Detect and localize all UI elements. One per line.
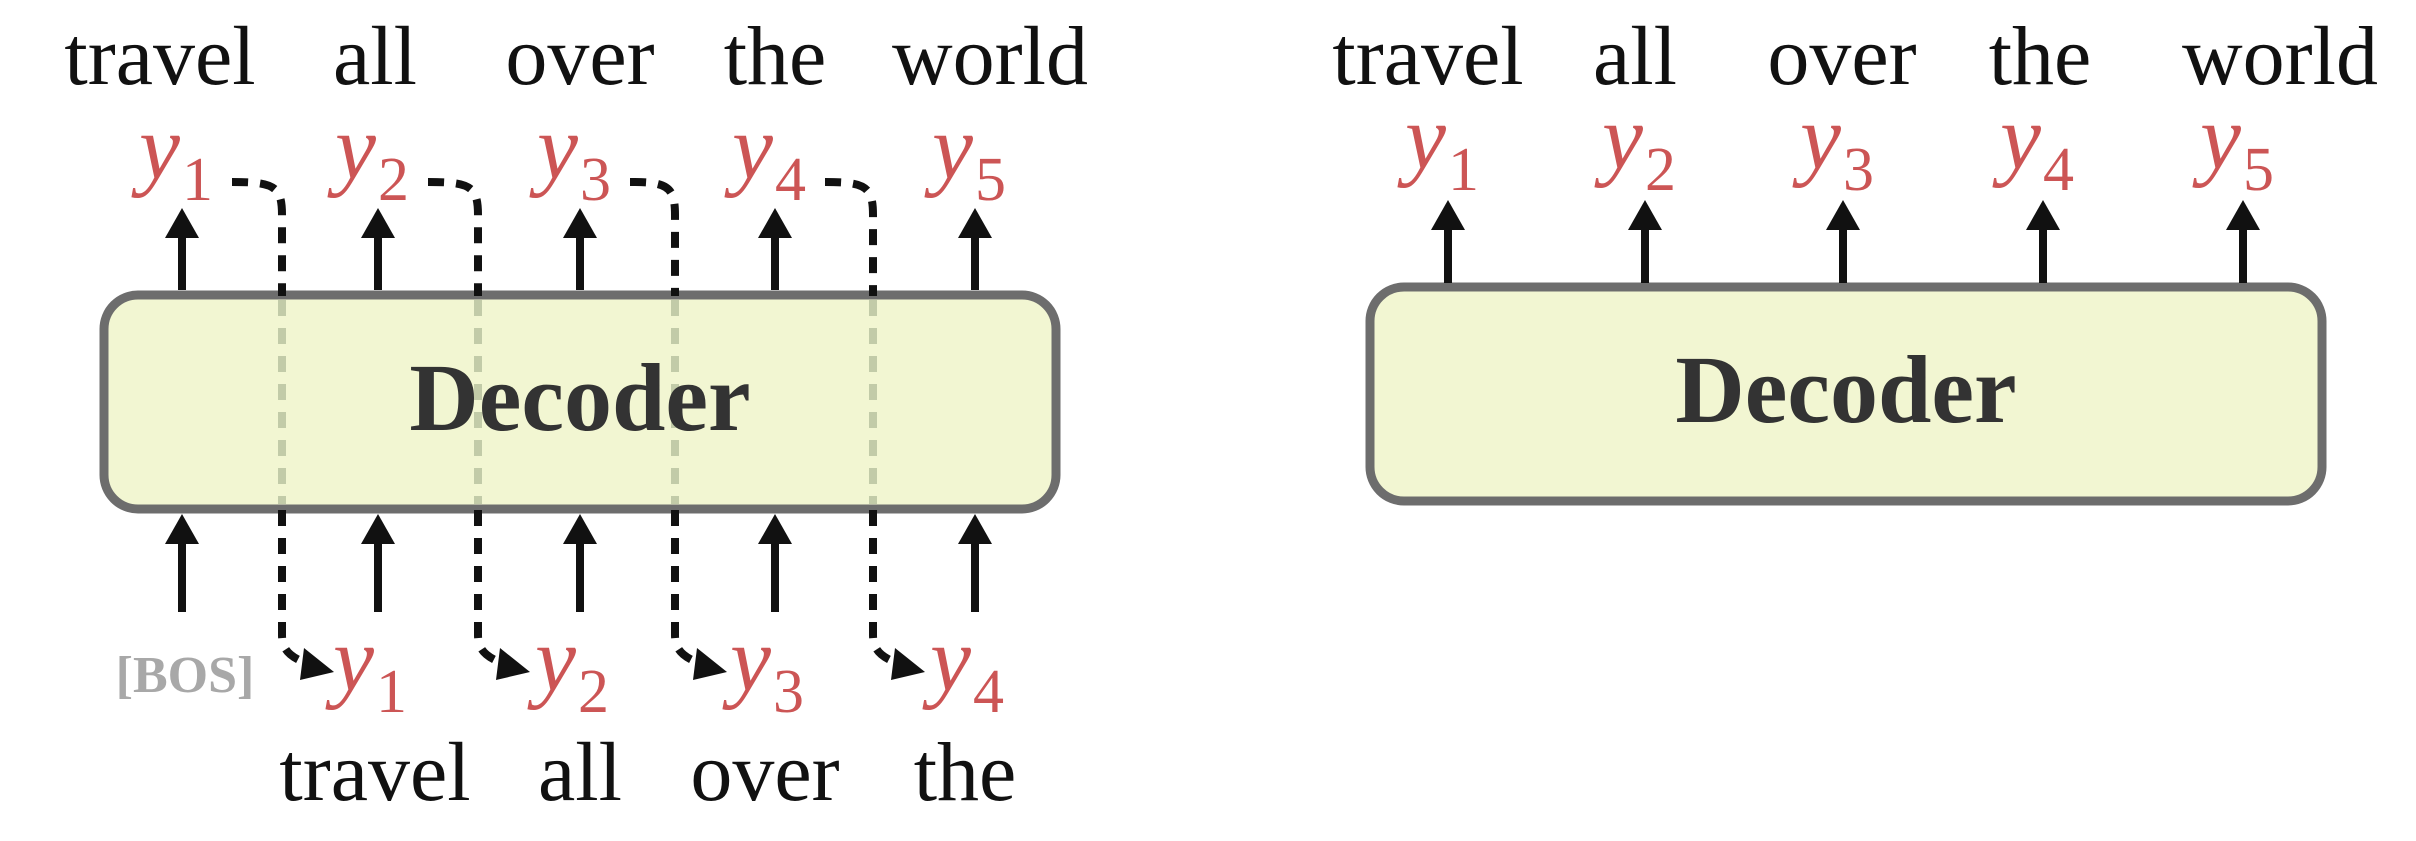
token-symbol: y	[724, 96, 773, 198]
output-arrow	[563, 208, 597, 290]
token-subscript: 1	[376, 658, 407, 726]
token-symbol: y	[1594, 86, 1643, 188]
token-subscript: 2	[578, 658, 609, 726]
feedback-arrowhead	[693, 648, 727, 680]
input-arrow	[758, 514, 792, 612]
output-arrow	[1431, 200, 1465, 283]
output-word: travel	[64, 10, 255, 103]
token-symbol: y	[131, 96, 180, 198]
token-subscript: 4	[973, 658, 1004, 726]
token-symbol: y	[527, 608, 576, 710]
input-arrow	[563, 514, 597, 612]
token-symbol: y	[924, 96, 973, 198]
input-word: all	[538, 726, 622, 819]
decoder-box	[1365, 282, 2327, 506]
output-arrow	[2226, 200, 2260, 283]
output-arrow	[958, 208, 992, 290]
feedback-loop-top	[231, 178, 286, 296]
output-word: the	[1989, 10, 2092, 103]
decoder-box	[99, 290, 1061, 514]
feedback-loop-top	[427, 178, 482, 296]
output-arrow	[361, 208, 395, 290]
feedback-arrowhead	[891, 648, 925, 680]
input-arrow	[361, 514, 395, 612]
input-word: travel	[279, 726, 470, 819]
token-symbol: y	[922, 608, 971, 710]
output-word: world	[2182, 10, 2378, 103]
token-subscript: 2	[378, 146, 409, 214]
feedback-loop-top	[629, 178, 679, 296]
feedback-loop-bottom	[474, 510, 510, 669]
output-arrow	[165, 208, 199, 290]
token-subscript: 1	[1448, 136, 1479, 204]
output-word: all	[1593, 10, 1677, 103]
output-word: the	[724, 10, 827, 103]
token-subscript: 5	[975, 146, 1006, 214]
input-word: over	[690, 726, 839, 819]
token-symbol: y	[2192, 86, 2241, 188]
decoder-label: Decoder	[1675, 336, 2016, 443]
token-subscript: 3	[1843, 136, 1874, 204]
token-symbol: y	[325, 608, 374, 710]
token-subscript: 5	[2243, 136, 2274, 204]
output-word: world	[892, 10, 1088, 103]
token-symbol: y	[327, 96, 376, 198]
output-arrow	[1826, 200, 1860, 283]
output-arrow	[758, 208, 792, 290]
output-word: all	[333, 10, 417, 103]
feedback-loop-bottom	[869, 510, 905, 669]
token-subscript: 2	[1645, 136, 1676, 204]
input-arrow	[958, 514, 992, 612]
feedback-loop-bottom	[671, 510, 707, 669]
token-symbol: y	[529, 96, 578, 198]
decoder-label: Decoder	[409, 344, 750, 451]
output-arrow	[2026, 200, 2060, 283]
token-symbol: y	[1397, 86, 1446, 188]
feedback-arrowhead	[496, 648, 530, 680]
token-subscript: 3	[773, 658, 804, 726]
token-symbol: y	[1792, 86, 1841, 188]
token-subscript: 4	[2043, 136, 2074, 204]
output-word: over	[505, 10, 654, 103]
feedback-arrowhead	[300, 648, 334, 680]
output-word: travel	[1332, 10, 1523, 103]
token-subscript: 1	[182, 146, 213, 214]
token-subscript: 3	[580, 146, 611, 214]
input-word: the	[914, 726, 1017, 819]
input-arrow	[165, 514, 199, 612]
token-symbol: y	[1992, 86, 2041, 188]
feedback-loop-bottom	[278, 510, 314, 669]
feedback-loop-top	[824, 178, 877, 296]
bos-token: [BOS]	[116, 647, 255, 704]
token-symbol: y	[722, 608, 771, 710]
token-subscript: 4	[775, 146, 806, 214]
output-arrow	[1628, 200, 1662, 283]
output-word: over	[1767, 10, 1916, 103]
